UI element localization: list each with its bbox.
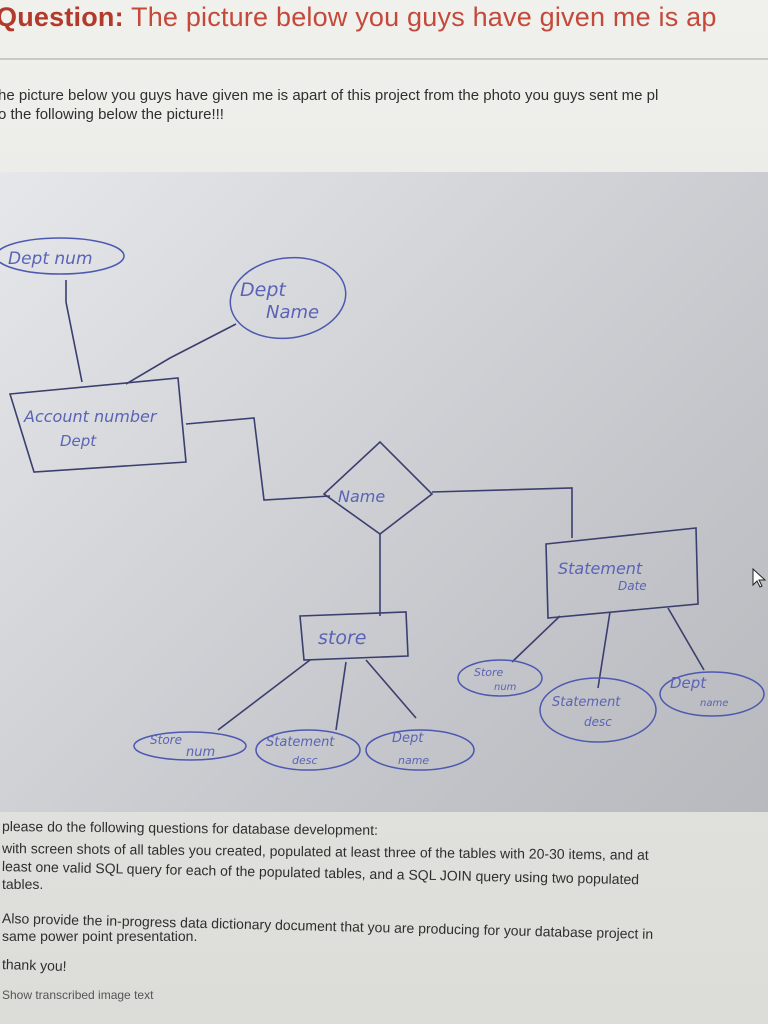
box-account-number: [8, 377, 187, 473]
oval-dept-num-label: Dept num: [8, 249, 93, 269]
show-transcribed-link[interactable]: Show transcribed image text: [2, 988, 154, 1002]
line-deptnum-account: [65, 280, 83, 383]
oval-store-num-2-line1: Store: [474, 666, 504, 679]
er-diagram: Dept num Dept Name Account number Dept N…: [0, 237, 765, 771]
body-line-7: thank you!: [1, 956, 67, 975]
oval-dept-name: [229, 256, 347, 340]
body-line-1: please do the following questions for da…: [1, 818, 378, 838]
oval-dept-name-2-line2: name: [700, 698, 728, 709]
oval-dept-name-line2: Name: [266, 302, 319, 323]
box-statement-line1: Statement: [558, 559, 643, 578]
box-account-line1: Account number: [23, 407, 158, 426]
box-account-line2: Dept: [60, 432, 97, 450]
oval-statement-desc-2-line2: desc: [584, 715, 612, 729]
box-statement-line2: Date: [618, 579, 647, 593]
oval-store-num-2-line2: num: [494, 682, 517, 693]
oval-dept-name-2: [659, 671, 765, 717]
intro-line-2: o the following below the picture!!!: [0, 106, 224, 123]
question-title: Question: The picture below you guys hav…: [0, 2, 768, 33]
mouse-pointer-icon: [752, 568, 766, 588]
er-diagram-photo: Dept num Dept Name Account number Dept N…: [0, 172, 768, 812]
oval-statement-desc: [255, 729, 361, 771]
body-line-4: tables.: [2, 876, 44, 892]
box-store: [299, 611, 409, 661]
oval-store-num-2: [457, 659, 543, 697]
line-statement-deptname: [667, 607, 705, 671]
box-store-label: store: [318, 627, 366, 649]
oval-store-num-line2: num: [186, 745, 215, 760]
diamond-label: Name: [338, 487, 385, 506]
oval-statement-desc-line2: desc: [292, 754, 318, 767]
line-store-statementdesc: [335, 661, 347, 731]
intro-text: he picture below you guys have given me …: [0, 86, 768, 124]
oval-dept-name-2-line1: Dept: [670, 674, 707, 692]
oval-statement-desc-line1: Statement: [266, 735, 335, 750]
oval-statement-desc-2: [539, 677, 657, 743]
oval-store-num: [133, 731, 247, 761]
oval-dept-name-store-line1: Dept: [392, 731, 424, 746]
line-diamond-statement: [431, 487, 573, 538]
question-prefix: Question:: [0, 2, 124, 32]
divider: [0, 58, 768, 60]
oval-statement-desc-2-line1: Statement: [552, 695, 621, 710]
oval-dept-name-line1: Dept: [240, 279, 287, 301]
line-deptname-account: [125, 323, 237, 385]
oval-store-num-line1: Store: [150, 733, 182, 747]
oval-dept-name-store: [365, 729, 475, 771]
line-statement-storenum: [511, 615, 561, 663]
oval-dept-num: [0, 237, 125, 275]
line-store-deptname: [365, 659, 417, 719]
body-line-6: same power point presentation.: [2, 928, 198, 944]
line-account-diamond: [185, 417, 331, 501]
oval-dept-name-store-line2: name: [398, 754, 429, 767]
intro-line-1: he picture below you guys have given me …: [0, 87, 659, 104]
line-store-storenum: [217, 659, 311, 731]
question-title-text: The picture below you guys have given me…: [123, 2, 717, 32]
box-statement-date: [545, 527, 699, 619]
line-statement-desc: [597, 611, 611, 689]
